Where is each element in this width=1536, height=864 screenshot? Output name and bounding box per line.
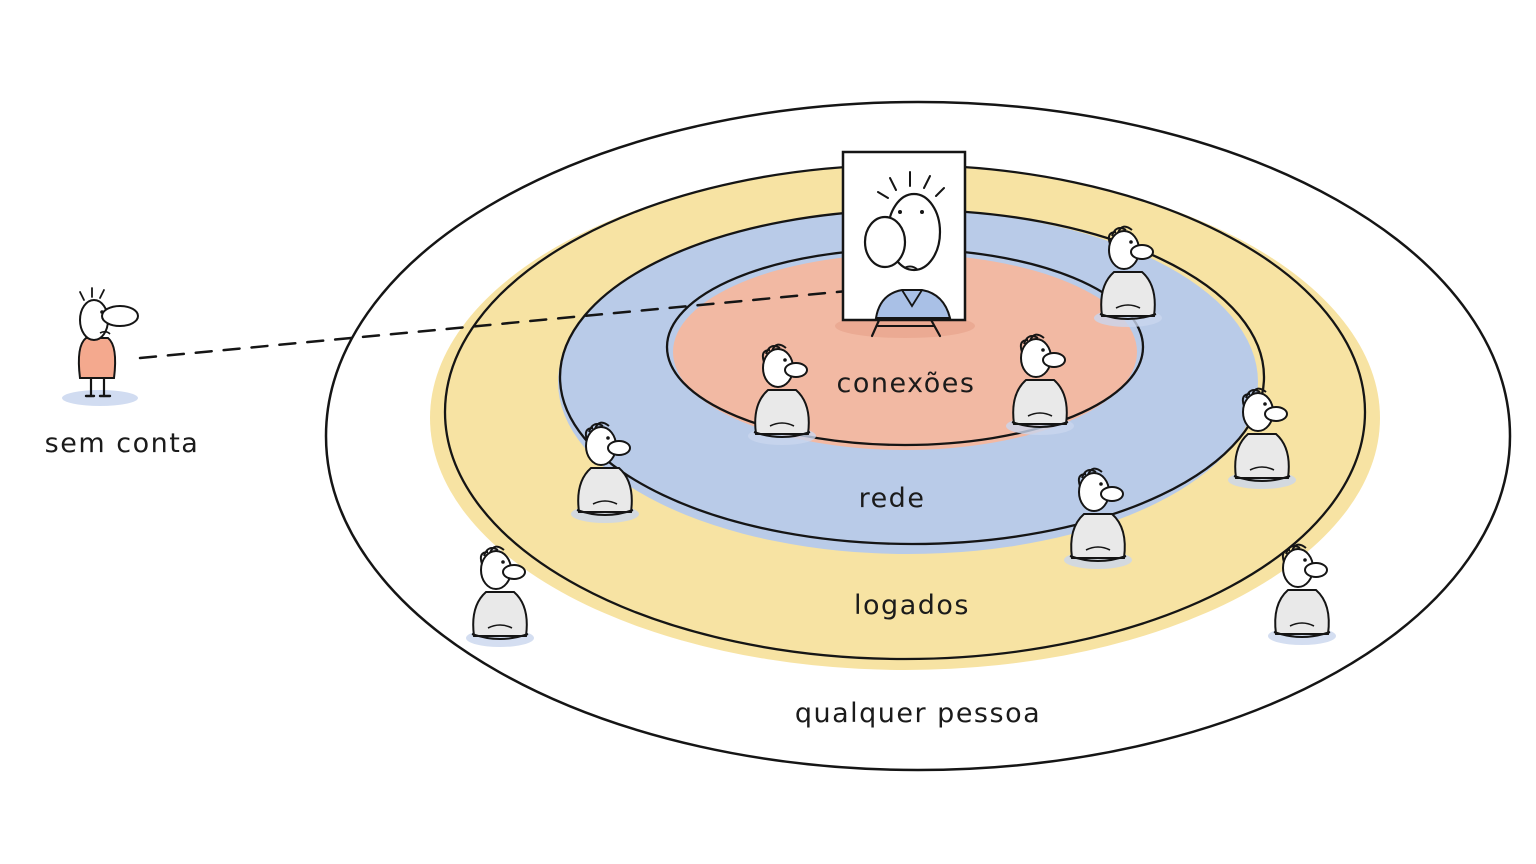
label-logged: logados [854,590,970,621]
outsider-person [62,287,139,406]
label-anyone: qualquer pessoa [795,698,1041,729]
label-network: rede [859,483,926,514]
label-no-account: sem conta [45,428,200,459]
portrait-easel [835,150,975,338]
label-connections: conexões [837,368,976,399]
dashed-connection-line [138,285,892,360]
